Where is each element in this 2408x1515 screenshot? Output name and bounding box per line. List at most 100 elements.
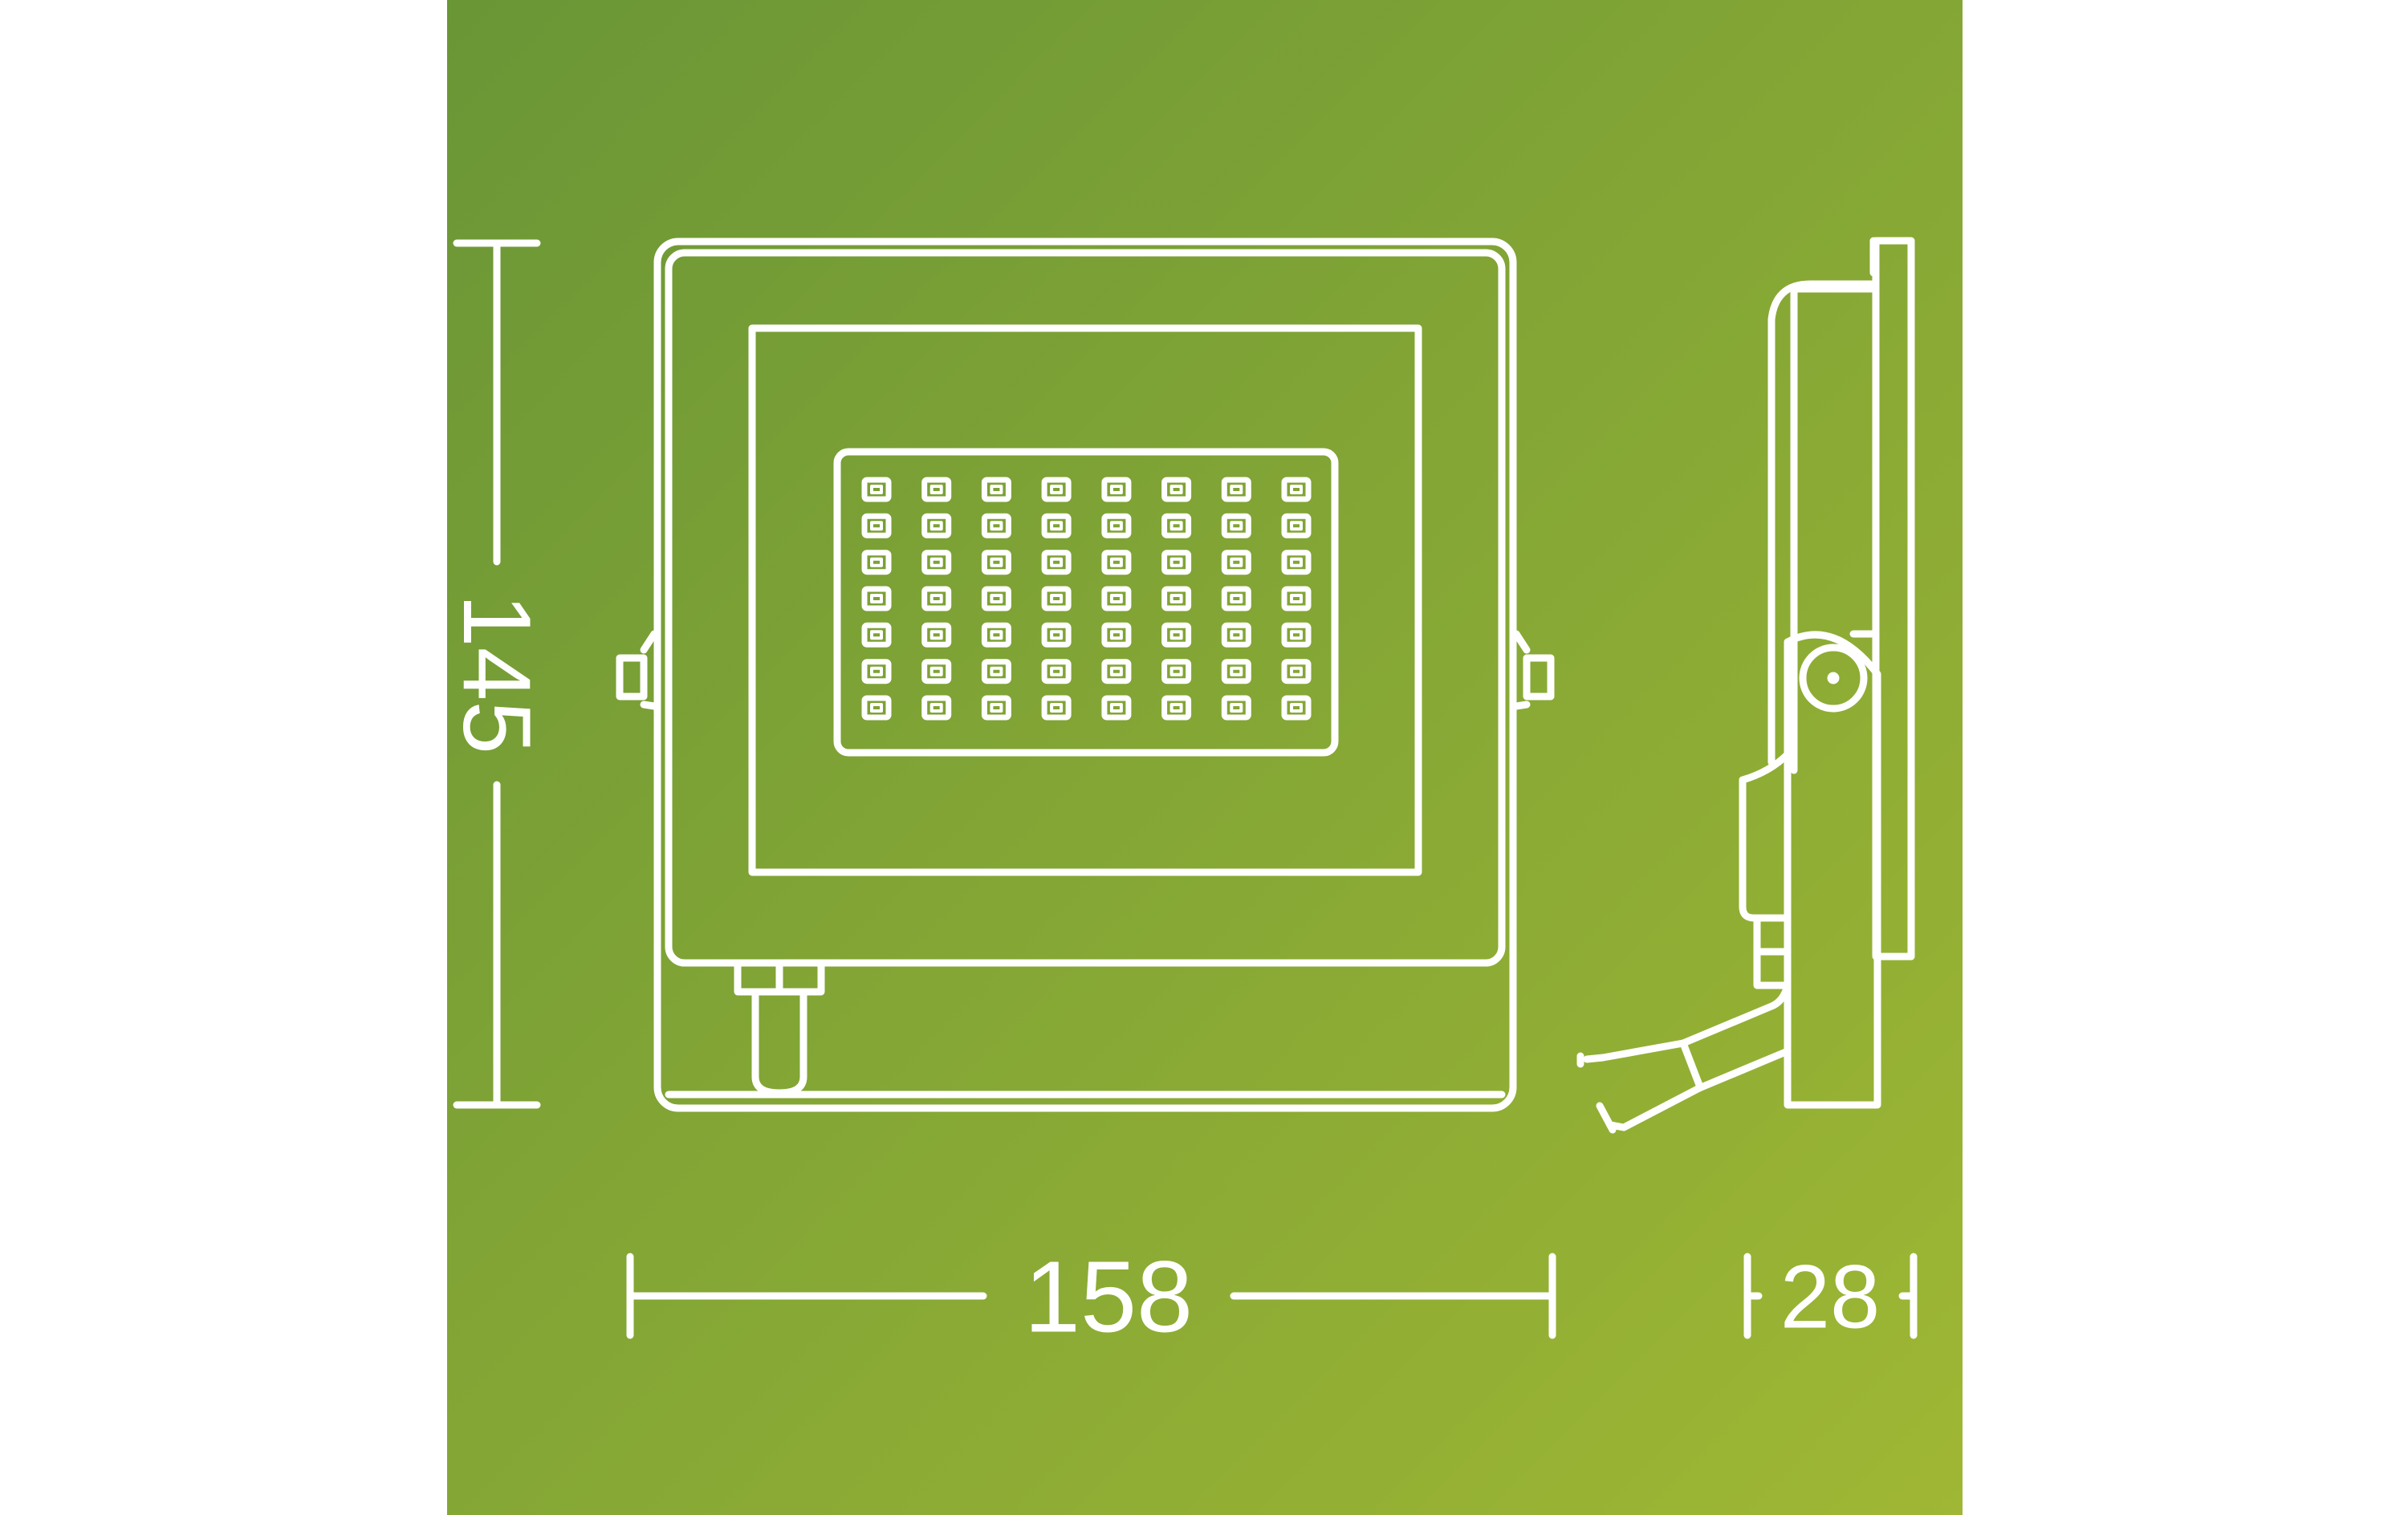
left-mounting-tab	[616, 654, 648, 701]
led-chip	[1041, 622, 1072, 648]
led-board	[833, 448, 1339, 757]
right-mounting-tab	[1523, 654, 1555, 701]
led-chip	[1221, 550, 1251, 575]
led-chip-core	[1109, 557, 1123, 567]
led-chip-core	[870, 485, 883, 494]
led-chip-core	[1169, 703, 1183, 713]
led-chip	[1161, 622, 1192, 648]
green-background	[447, 0, 1963, 1515]
led-chip	[1281, 550, 1312, 575]
led-chip-core	[870, 557, 883, 567]
led-chip-core	[870, 703, 883, 713]
width-label: 158	[1024, 1241, 1193, 1354]
led-chip-core	[1290, 485, 1303, 494]
left-tab-joint-2	[640, 701, 658, 710]
led-chip-core	[1050, 557, 1064, 567]
bracket-pivot-dot	[1827, 672, 1840, 684]
led-chip	[861, 586, 892, 611]
outer-housing	[653, 238, 1517, 1112]
led-chip	[1281, 477, 1312, 502]
led-chip	[1041, 513, 1072, 538]
led-chip	[921, 695, 952, 721]
led-chip	[1041, 695, 1072, 721]
led-chip	[861, 477, 892, 502]
led-chip	[921, 659, 952, 684]
led-chip-core	[1290, 521, 1303, 531]
led-chip	[1281, 622, 1312, 648]
led-chip	[861, 550, 892, 575]
led-chip-core	[929, 630, 943, 640]
led-chip-core	[929, 521, 943, 531]
led-chip	[981, 695, 1011, 721]
led-chip-core	[1050, 594, 1064, 603]
right-tab-joint	[1512, 630, 1531, 654]
led-chip	[1101, 477, 1132, 502]
led-chip-core	[870, 630, 883, 640]
led-chip-core	[990, 485, 1003, 494]
line-art	[453, 237, 1918, 1339]
led-chip	[1041, 550, 1072, 575]
led-chip	[1101, 513, 1132, 538]
depth-label: 28	[1780, 1247, 1881, 1347]
led-chip	[981, 622, 1011, 648]
cable-tip-lower	[1596, 1102, 1617, 1134]
led-chip	[1101, 550, 1132, 575]
led-chip-core	[990, 557, 1003, 567]
bracket-arm	[1784, 631, 1881, 1109]
led-chip-core	[1169, 485, 1183, 494]
led-chip-core	[990, 594, 1003, 603]
led-chip	[1161, 550, 1192, 575]
led-chip-core	[1230, 703, 1243, 713]
led-chip	[1221, 622, 1251, 648]
led-chip-core	[990, 521, 1003, 531]
led-chip	[1161, 695, 1192, 721]
right-tab-joint-2	[1512, 701, 1531, 710]
cable-gland-body	[751, 988, 807, 1097]
led-chip	[1161, 586, 1192, 611]
led-chip	[1161, 477, 1192, 502]
led-chip-core	[1109, 594, 1123, 603]
floodlight-dimension-diagram: 145 158 28	[447, 0, 1963, 1515]
depth-dimension	[1743, 1253, 1918, 1339]
led-chip-core	[1050, 703, 1064, 713]
led-chip-core	[990, 630, 1003, 640]
led-chip-core	[1290, 666, 1303, 676]
led-chip-core	[1290, 557, 1303, 567]
led-chip	[861, 513, 892, 538]
led-chip	[1101, 586, 1132, 611]
led-chip-core	[990, 666, 1003, 676]
led-chip	[1101, 695, 1132, 721]
led-chip	[921, 477, 952, 502]
led-chip	[1281, 586, 1312, 611]
bracket-pivot-outer	[1799, 644, 1868, 713]
led-chip	[1221, 695, 1251, 721]
led-chip-core	[1290, 703, 1303, 713]
led-chip-core	[1290, 630, 1303, 640]
led-chip	[861, 659, 892, 684]
led-chip	[1041, 659, 1072, 684]
side-view	[1576, 237, 1915, 1134]
led-chip	[981, 586, 1011, 611]
led-chip-core	[1230, 521, 1243, 531]
cable-lead-lower	[1607, 1084, 1703, 1131]
led-chip-core	[1230, 557, 1243, 567]
led-chip	[1041, 586, 1072, 611]
led-chip-core	[1230, 485, 1243, 494]
diagram-panel: 145 158 28	[447, 0, 1963, 1515]
led-chip-core	[990, 703, 1003, 713]
led-chip	[981, 659, 1011, 684]
housing-side-body	[1767, 280, 1880, 766]
led-chip	[1221, 513, 1251, 538]
led-chip	[921, 513, 952, 538]
led-chip-core	[1109, 521, 1123, 531]
led-chip-core	[1109, 485, 1123, 494]
led-chip-core	[1169, 594, 1183, 603]
width-dimension	[626, 1253, 1556, 1339]
led-chip	[1281, 695, 1312, 721]
cable-gland-side	[1679, 1039, 1703, 1089]
led-chip	[1221, 477, 1251, 502]
led-chip-core	[1109, 630, 1123, 640]
led-chip	[861, 622, 892, 648]
led-chip	[1041, 477, 1072, 502]
left-tab-joint	[640, 630, 658, 654]
